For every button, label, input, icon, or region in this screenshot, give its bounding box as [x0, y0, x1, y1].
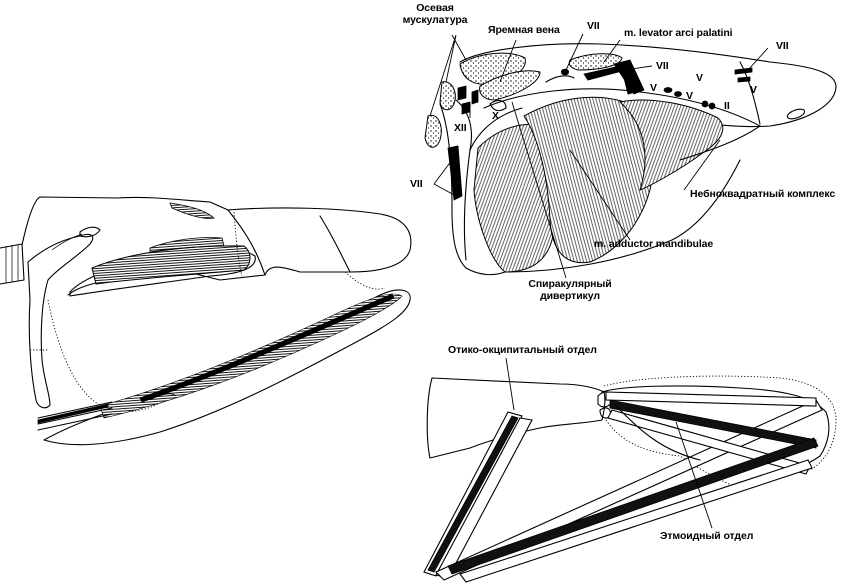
left-dotted-orbit: [233, 211, 243, 277]
leader-vii-left: [433, 159, 457, 197]
rb-rod-upper: [605, 391, 817, 407]
label-palatoquadrate: Небноквадратный комплекс: [690, 188, 836, 200]
rt-hyomandibula-front: [455, 99, 473, 261]
rb-rod-lowest: [459, 459, 813, 583]
label-v-a: V: [696, 72, 703, 84]
left-hyomandibula: [27, 233, 94, 409]
leader-vii-top: [565, 33, 584, 71]
vertebra-lines: [5, 245, 19, 283]
leader-vii-right: [747, 47, 769, 71]
label-x: X: [492, 110, 499, 122]
rt-nerve-xii-a: [471, 89, 479, 105]
left-dotted-mouth: [47, 299, 166, 412]
label-axial-muscles: Осевая мускулатура: [402, 2, 468, 26]
left-postorbital-line: [227, 209, 266, 276]
rt-jugular-vein: [479, 70, 541, 101]
right-top-figure: [424, 33, 837, 279]
rt-nerve-v-small-2: [674, 91, 682, 97]
leader-palatoquadrate: [683, 139, 721, 191]
left-jaw-dark-stripe: [139, 293, 395, 403]
label-vii-top: VII: [587, 20, 600, 32]
right-bottom-figure: [423, 357, 837, 583]
rt-adductor-mid-lobe: [523, 96, 654, 264]
leader-adductor: [569, 149, 631, 241]
label-ii: II: [724, 100, 730, 112]
label-v-c: V: [650, 82, 657, 94]
label-otic: Отико-окципитальный отдел: [448, 344, 597, 356]
label-vii-left: VII: [410, 178, 423, 190]
leader-levator: [603, 39, 621, 63]
left-jaw-notch: [149, 393, 177, 401]
rt-axial-muscle-mid: [439, 81, 456, 111]
leader-axial-muscles: [429, 34, 467, 117]
label-spiracular: Спиракулярный дивертикул: [528, 278, 612, 302]
leader-otic: [505, 357, 515, 411]
rt-foramen: [489, 99, 507, 112]
leader-vii-mid: [623, 65, 653, 71]
left-gill-rods: [37, 401, 113, 431]
rb-rod-dark-lower: [447, 437, 819, 575]
left-canal-line: [51, 233, 83, 251]
leader-spiracular: [511, 101, 567, 279]
rt-spiracle-line: [545, 75, 575, 83]
left-preorbital-strip: [149, 237, 225, 253]
left-adductor-muscle: [91, 245, 251, 285]
rt-palatoquadrate-back: [469, 107, 523, 151]
left-nerve-canal: [79, 226, 101, 238]
rt-mandible-outline: [504, 159, 741, 273]
left-skull-figure: [0, 196, 412, 446]
rt-nerve-x: [457, 85, 467, 101]
leader-ethmoid: [675, 421, 713, 529]
left-gill-rod-dark: [37, 403, 109, 424]
rb-rod-dark-upper: [609, 399, 817, 449]
rt-hyomandibula-back: [439, 103, 467, 269]
rt-nerve-vii-rostral: [734, 67, 753, 75]
rt-nerve-v-rostral: [737, 76, 751, 83]
label-xii: XII: [454, 122, 467, 134]
label-jugular-vein: Яремная вена: [488, 24, 560, 36]
rt-rostral-line: [739, 61, 761, 125]
left-dotted-snout: [344, 271, 386, 290]
rt-mandible-tip: [465, 267, 506, 276]
left-nasal-line: [319, 215, 351, 273]
rb-neurocranium-back: [426, 377, 606, 459]
left-dorsal-muscle: [169, 202, 215, 219]
rt-palatoquadrate-upper: [483, 88, 761, 161]
label-vii-right: VII: [776, 40, 789, 52]
rt-nerve-v-small: [663, 87, 673, 93]
rt-nostril: [786, 108, 806, 120]
rt-neurocranium-outline: [459, 43, 837, 129]
rt-axial-muscle-lower: [424, 114, 442, 148]
rb-strut-occipital-1-core: [427, 415, 519, 573]
label-v-b: V: [750, 84, 757, 96]
rt-nerve-vii-top: [561, 68, 569, 76]
label-ethmoid: Этмоидный отдел: [660, 530, 754, 542]
leader-jugular-vein: [499, 39, 517, 83]
label-vii-mid: VII: [656, 60, 669, 72]
rt-levator-stipple: [568, 53, 623, 71]
label-v-d: V: [686, 90, 693, 102]
label-adductor: m. adductor mandibulae: [594, 238, 714, 250]
label-levator: m. levator arci palatini: [624, 27, 733, 39]
